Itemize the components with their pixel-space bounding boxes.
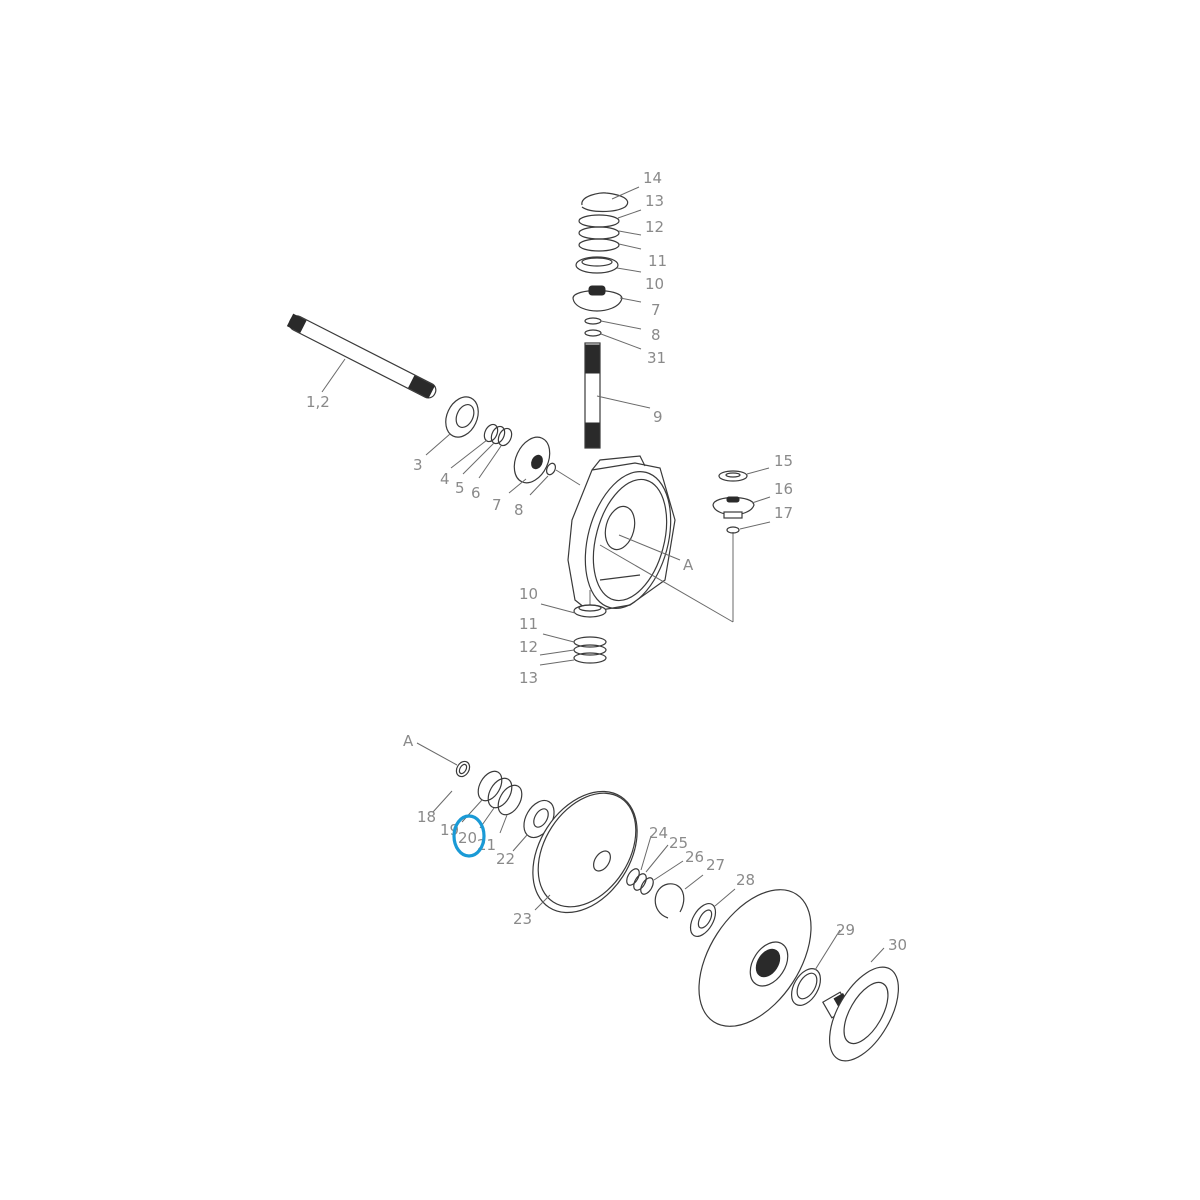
shim-26[interactable] (638, 876, 656, 897)
snap-ring-8-top[interactable] (584, 317, 602, 325)
label-30: 30 (888, 936, 907, 954)
label-10b: 10 (519, 585, 538, 603)
marker-A-top: A (683, 556, 694, 574)
label-6: 6 (471, 484, 481, 502)
label-16: 16 (774, 480, 793, 498)
label-10: 10 (645, 275, 664, 293)
bevel-gear-7[interactable] (507, 431, 556, 488)
top-stack: 14 13 12 11 10 7 8 31 9 (572, 169, 667, 449)
label-28: 28 (736, 871, 755, 889)
lower-assembly: A 18 19 20 21 22 23 (403, 732, 912, 1072)
bearing-10-top[interactable] (575, 256, 619, 274)
right-gear-stack: 15 16 17 (712, 452, 793, 534)
shim-13-bottom[interactable] (573, 652, 607, 664)
label-8: 8 (651, 326, 661, 344)
shim-13-top[interactable] (578, 214, 620, 228)
shim-25[interactable] (631, 872, 649, 893)
bearing-3[interactable] (440, 392, 485, 443)
shim-12-top[interactable] (578, 226, 620, 240)
label-1-2: 1,2 (306, 393, 330, 411)
shim-5[interactable] (489, 424, 507, 445)
vertical-shaft-9[interactable] (584, 342, 601, 449)
shim-24[interactable] (624, 867, 642, 888)
bottom-stack: 10 11 12 13 (519, 585, 607, 687)
shim-11-top[interactable] (578, 238, 620, 252)
label-12: 12 (645, 218, 664, 236)
label-7b: 7 (492, 496, 502, 514)
label-29: 29 (836, 921, 855, 939)
label-11b: 11 (519, 615, 538, 633)
shim-6[interactable] (496, 426, 514, 447)
label-4: 4 (440, 470, 450, 488)
highlight-circle-20 (452, 814, 486, 858)
nut-18[interactable] (454, 759, 472, 779)
shim-20[interactable] (483, 774, 516, 812)
snap-ring-14[interactable] (581, 192, 629, 213)
label-17: 17 (774, 504, 793, 522)
marker-A-bottom: A (403, 732, 414, 750)
flange-hub-30[interactable] (815, 956, 912, 1072)
label-24: 24 (649, 824, 668, 842)
snap-ring-31[interactable] (584, 329, 602, 337)
label-20[interactable]: 20 (458, 829, 477, 847)
snap-ring-27[interactable] (654, 883, 685, 919)
label-26: 26 (685, 848, 704, 866)
input-shaft-group: 1,2 3 4 5 6 7 8 (286, 313, 581, 519)
bearing-15[interactable] (718, 470, 748, 482)
label-3: 3 (413, 456, 423, 474)
shim-19[interactable] (473, 767, 506, 805)
label-18: 18 (417, 808, 436, 826)
label-13b: 13 (519, 669, 538, 687)
bevel-gear-16[interactable] (712, 496, 755, 519)
label-7: 7 (651, 301, 661, 319)
final-drive-plate[interactable] (676, 870, 834, 1046)
label-9: 9 (653, 408, 663, 426)
input-shaft-1-2[interactable] (286, 313, 438, 400)
label-27: 27 (706, 856, 725, 874)
shim-4[interactable] (482, 422, 500, 443)
snap-ring-8[interactable] (545, 462, 557, 476)
label-31: 31 (647, 349, 666, 367)
shim-21[interactable] (493, 781, 526, 819)
bearing-28[interactable] (685, 899, 720, 940)
label-25: 25 (669, 834, 688, 852)
label-12b: 12 (519, 638, 538, 656)
label-14: 14 (643, 169, 662, 187)
snap-ring-17[interactable] (726, 526, 740, 534)
cover-plate-23[interactable] (511, 772, 658, 932)
label-11: 11 (648, 252, 667, 270)
label-22: 22 (496, 850, 515, 868)
label-13: 13 (645, 192, 664, 210)
label-8b: 8 (514, 501, 524, 519)
label-15: 15 (774, 452, 793, 470)
gear-housing[interactable] (567, 455, 685, 618)
label-23: 23 (513, 910, 532, 928)
label-5: 5 (455, 479, 465, 497)
seal-29[interactable] (786, 964, 827, 1011)
